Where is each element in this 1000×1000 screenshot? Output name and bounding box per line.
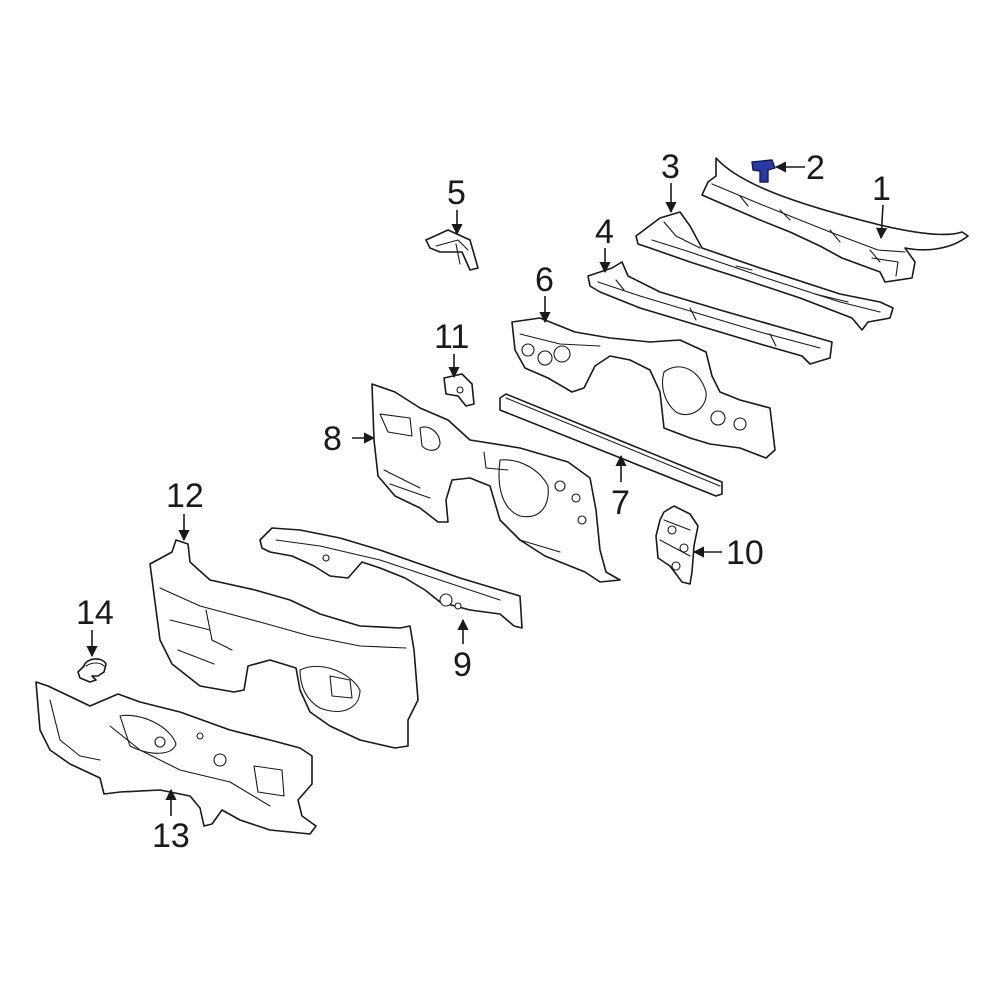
leader-1 [876,204,888,240]
callout-1[interactable]: 1 [872,170,891,208]
callout-labels: 1 2 3 4 5 6 7 8 9 10 11 12 13 14 [76,148,891,855]
part-1-cowl-top-panel[interactable] [701,157,969,283]
callout-6[interactable]: 6 [535,261,554,299]
leader-lines [86,161,888,816]
callout-14[interactable]: 14 [76,594,114,632]
part-9-lower-reinforcement[interactable] [259,527,523,629]
callout-10[interactable]: 10 [726,534,764,572]
part-8-dash-panel[interactable] [371,383,621,583]
part-6-upper-dash-panel[interactable] [511,317,776,459]
part-11-gusset[interactable] [443,373,475,407]
part-4-lower-cowl[interactable] [587,261,833,365]
part-12-dash-insulator[interactable] [149,539,419,749]
part-14-plug[interactable] [77,658,107,683]
callout-3[interactable]: 3 [661,148,680,186]
callout-8[interactable]: 8 [323,420,342,458]
part-5-bracket[interactable] [425,229,479,271]
part-2-clip[interactable] [751,159,776,183]
part-3-cowl-panel[interactable] [635,211,894,331]
callout-12[interactable]: 12 [166,477,204,515]
callout-7[interactable]: 7 [611,484,630,522]
part-10-side-bracket[interactable] [655,505,699,585]
callout-9[interactable]: 9 [453,646,472,684]
callout-2[interactable]: 2 [806,149,825,187]
callout-4[interactable]: 4 [595,213,614,251]
callout-11[interactable]: 11 [434,318,469,356]
part-13-dash-silencer[interactable] [35,681,317,835]
part-7-cross-bar[interactable] [499,393,723,497]
callout-5[interactable]: 5 [447,174,466,212]
callout-13[interactable]: 13 [152,817,190,855]
